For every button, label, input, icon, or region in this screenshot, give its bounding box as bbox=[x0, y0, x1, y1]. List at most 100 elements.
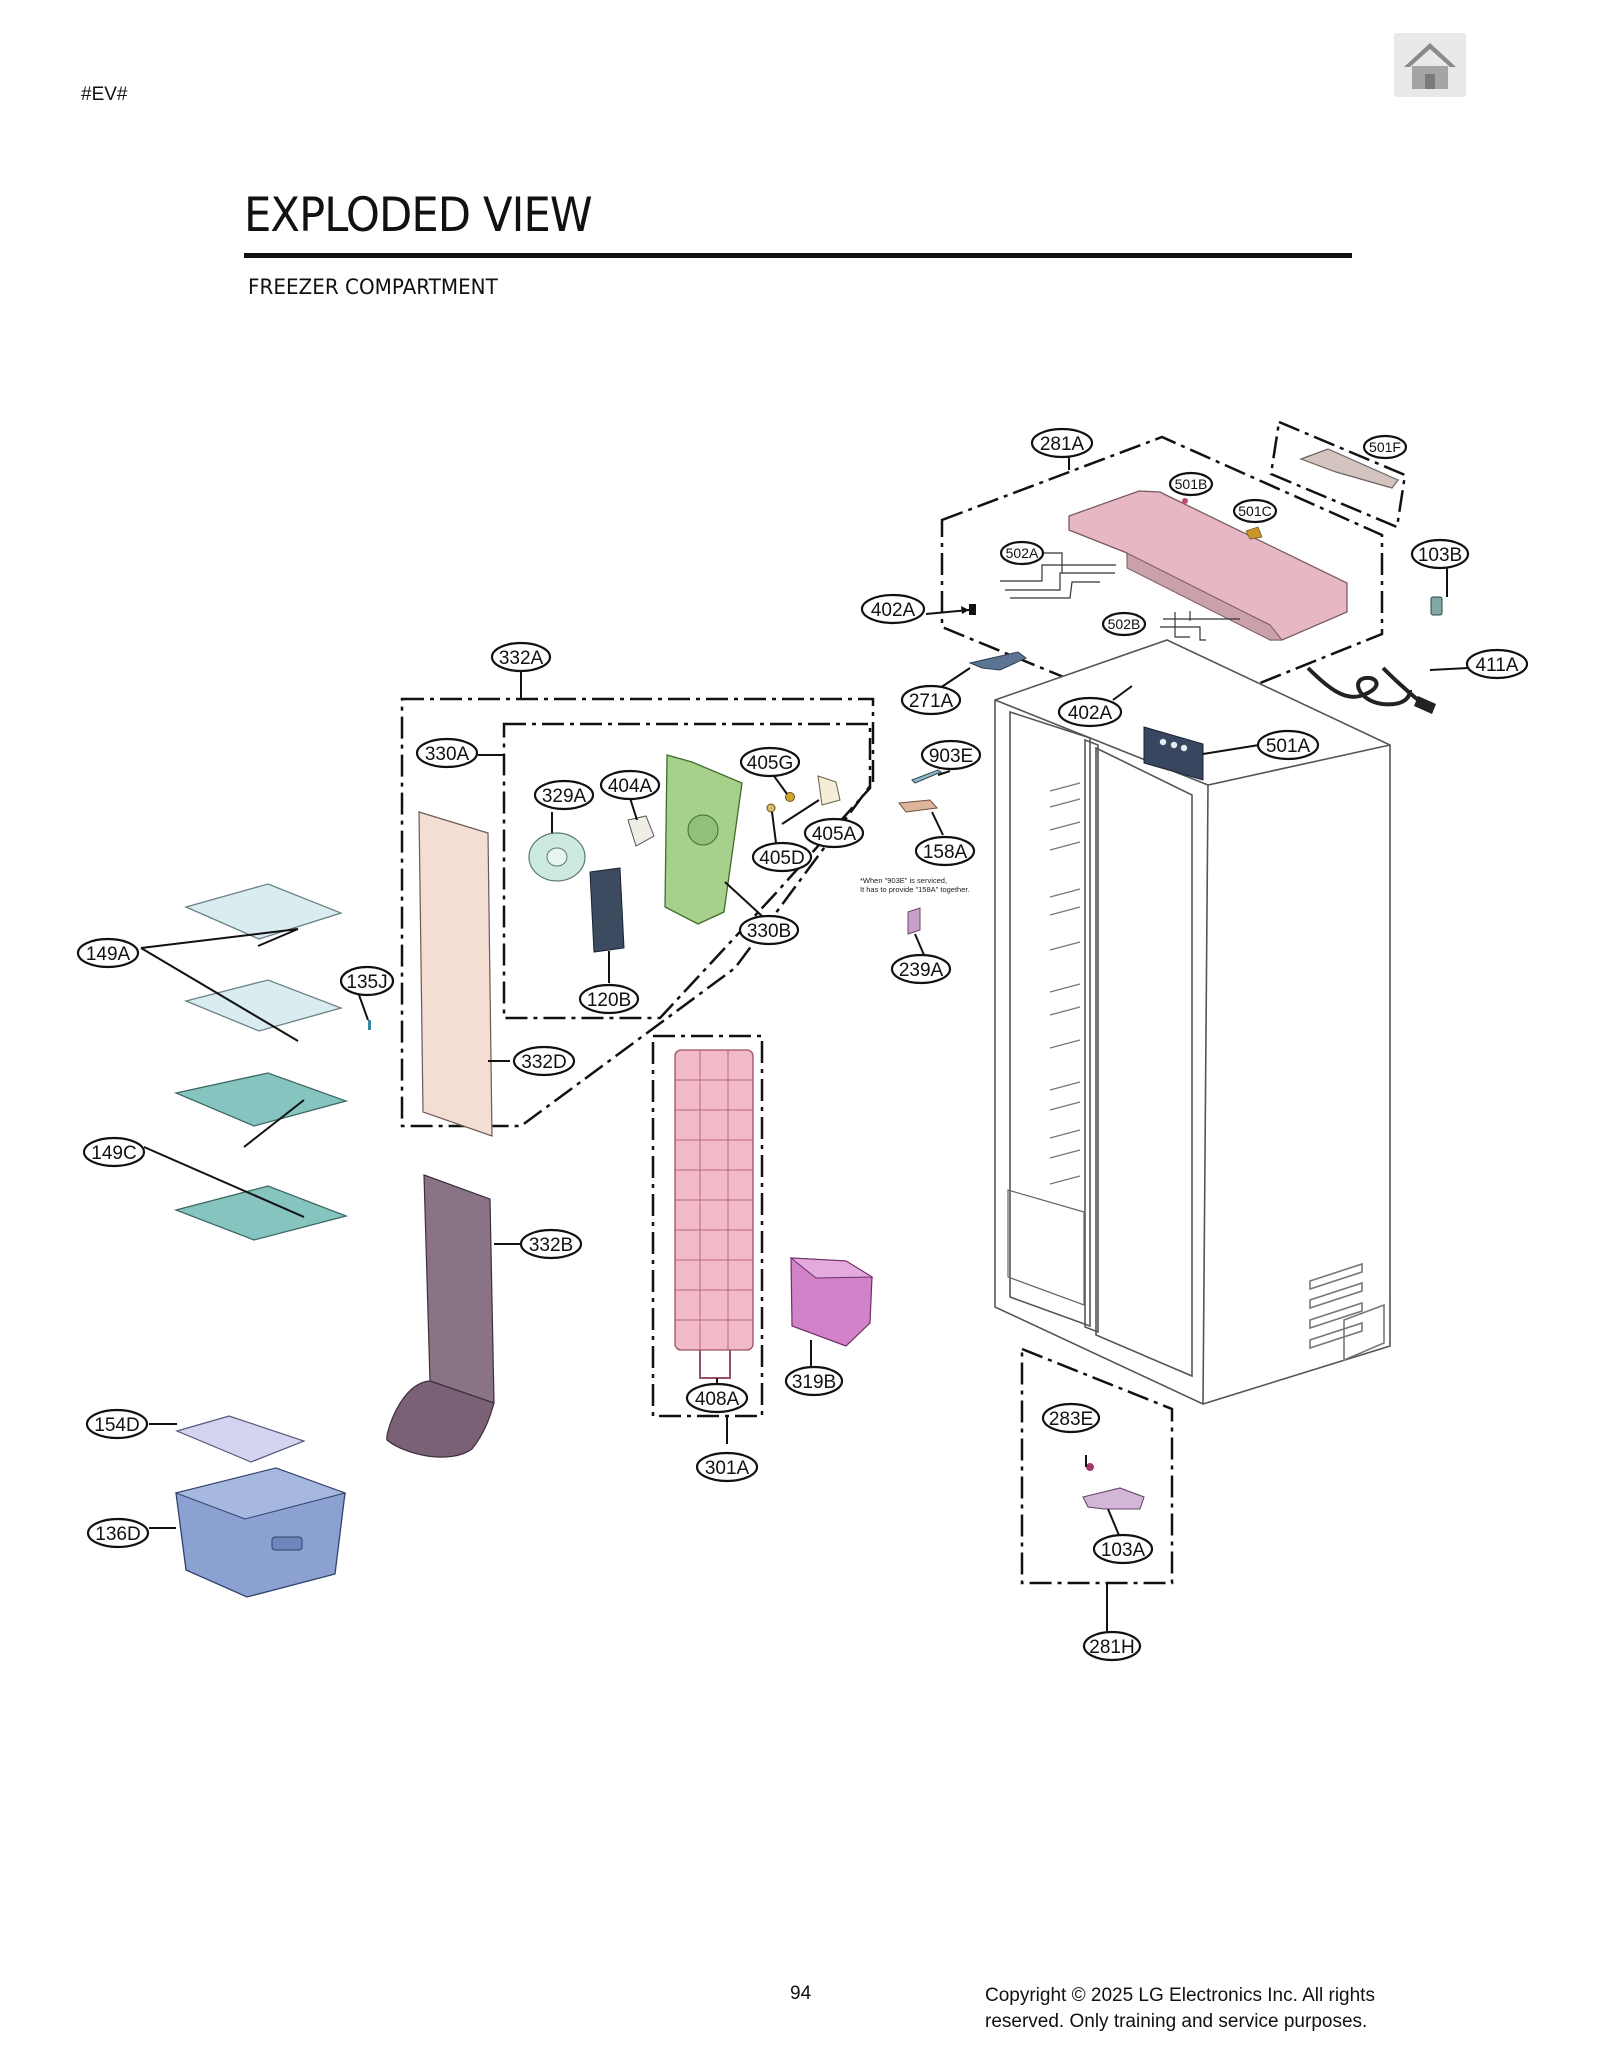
boundary-281A bbox=[940, 435, 1384, 722]
svg-text:120B: 120B bbox=[587, 990, 631, 1011]
callout-271A: 271A bbox=[900, 684, 962, 716]
refrigerator-cabinet bbox=[994, 639, 1391, 1405]
harness-502B bbox=[1160, 611, 1240, 641]
glass-shelf-149A-lower bbox=[183, 979, 344, 1032]
callout-411A: 411A bbox=[1465, 648, 1529, 680]
callout-501A: 501A bbox=[1256, 729, 1320, 761]
callout-405G: 405G bbox=[739, 746, 801, 778]
boundary-301A bbox=[651, 1034, 764, 1418]
svg-text:332B: 332B bbox=[529, 1235, 573, 1256]
screw-501B bbox=[1182, 498, 1188, 504]
callout-136D: 136D bbox=[86, 1517, 150, 1549]
callout-103B: 103B bbox=[1410, 538, 1470, 570]
callout-283E: 283E bbox=[1041, 1402, 1101, 1434]
arrowhead-402A bbox=[961, 606, 969, 614]
svg-text:501C: 501C bbox=[1238, 503, 1271, 519]
part-135J bbox=[368, 1020, 371, 1030]
svg-text:903E: 903E bbox=[929, 746, 973, 767]
callout-404A: 404A bbox=[599, 769, 661, 801]
callout-501B: 501B bbox=[1168, 471, 1214, 497]
svg-text:239A: 239A bbox=[899, 960, 944, 981]
title-rule bbox=[244, 253, 1352, 258]
callout-149A: 149A bbox=[76, 937, 140, 969]
svg-text:135J: 135J bbox=[346, 972, 387, 993]
callout-402A-lower: 402A bbox=[1057, 696, 1123, 728]
cover-part-501F bbox=[1299, 448, 1399, 489]
callout-408A: 408A bbox=[685, 1382, 749, 1414]
hinge-103A bbox=[1082, 1487, 1145, 1510]
basket-136D bbox=[174, 1467, 347, 1598]
callout-281H: 281H bbox=[1082, 1630, 1142, 1662]
part-405D bbox=[766, 803, 776, 813]
service-note-line2: It has to provide "158A" together. bbox=[860, 885, 970, 894]
svg-text:502B: 502B bbox=[1108, 616, 1141, 632]
svg-text:332D: 332D bbox=[521, 1052, 566, 1073]
leader-lines bbox=[140, 456, 1469, 1631]
page-title: EXPLODED VIEW bbox=[244, 188, 593, 243]
svg-text:402A: 402A bbox=[871, 600, 916, 621]
callout-239A: 239A bbox=[890, 953, 952, 985]
part-405G bbox=[785, 792, 795, 802]
svg-text:271A: 271A bbox=[909, 691, 954, 712]
cover-120B bbox=[589, 867, 625, 953]
svg-text:501A: 501A bbox=[1266, 736, 1311, 757]
callout-135J: 135J bbox=[339, 965, 395, 997]
section-subtitle: FREEZER COMPARTMENT bbox=[248, 275, 498, 299]
home-icon bbox=[1404, 43, 1456, 89]
connector-402A bbox=[969, 604, 976, 615]
svg-text:402A: 402A bbox=[1068, 703, 1113, 724]
evaporator-301A bbox=[674, 1049, 754, 1379]
part-405A bbox=[817, 775, 841, 806]
svg-text:502A: 502A bbox=[1006, 545, 1039, 561]
callout-332D: 332D bbox=[512, 1045, 576, 1077]
boundary-332A bbox=[400, 697, 875, 1128]
boundary-330A bbox=[502, 722, 872, 1020]
callout-501F: 501F bbox=[1362, 434, 1408, 460]
callout-405A: 405A bbox=[803, 817, 865, 849]
part-319B bbox=[789, 1257, 874, 1347]
svg-text:136D: 136D bbox=[95, 1524, 140, 1545]
screw-283E bbox=[1086, 1463, 1094, 1471]
service-note-line1: *When "903E" is serviced, bbox=[860, 876, 947, 885]
callout-332A: 332A bbox=[490, 641, 552, 673]
callout-149C: 149C bbox=[82, 1136, 146, 1168]
sensor-103B bbox=[1430, 596, 1443, 616]
callout-502B: 502B bbox=[1101, 611, 1147, 637]
harness-502A bbox=[1000, 552, 1116, 599]
callout-281A: 281A bbox=[1030, 427, 1094, 459]
part-158A bbox=[898, 799, 938, 813]
callout-903E: 903E bbox=[920, 739, 982, 771]
callout-120B: 120B bbox=[578, 983, 640, 1015]
document-tag: #EV# bbox=[81, 84, 128, 105]
callout-402A-upper: 402A bbox=[860, 593, 926, 625]
svg-text:158A: 158A bbox=[923, 842, 968, 863]
svg-text:330B: 330B bbox=[747, 921, 791, 942]
svg-text:501B: 501B bbox=[1175, 476, 1208, 492]
svg-text:154D: 154D bbox=[94, 1415, 139, 1436]
part-239A bbox=[907, 907, 921, 935]
home-button[interactable] bbox=[1394, 33, 1466, 97]
cover-154D bbox=[175, 1415, 306, 1463]
glass-shelf-149C-upper bbox=[173, 1072, 349, 1127]
freezer-cover-281A bbox=[1068, 490, 1348, 641]
part-903E bbox=[911, 769, 943, 784]
cabinet-bottom-bin bbox=[1007, 1189, 1085, 1306]
callout-319B: 319B bbox=[784, 1365, 844, 1397]
duct-332D bbox=[418, 811, 493, 1137]
boundary-281H bbox=[1020, 1347, 1174, 1585]
copyright-notice: Copyright © 2025 LG Electronics Inc. All… bbox=[985, 1983, 1445, 2035]
duct-332B bbox=[386, 1174, 495, 1458]
svg-text:411A: 411A bbox=[1476, 655, 1519, 676]
svg-text:404A: 404A bbox=[608, 776, 653, 797]
glass-shelf-149A-upper bbox=[184, 883, 343, 940]
bracket-501C bbox=[1245, 526, 1263, 540]
power-cord-411A bbox=[1306, 666, 1425, 707]
callout-502A: 502A bbox=[999, 540, 1045, 566]
svg-text:405D: 405D bbox=[759, 848, 804, 869]
svg-text:301A: 301A bbox=[705, 1458, 750, 1479]
page-number: 94 bbox=[790, 1983, 812, 2004]
svg-text:281A: 281A bbox=[1040, 434, 1085, 455]
callout-158A: 158A bbox=[914, 835, 976, 867]
callouts: 281A 501F 501B 501C 103B 502A 402A 502B … bbox=[76, 427, 1529, 1662]
svg-text:501F: 501F bbox=[1369, 439, 1401, 455]
